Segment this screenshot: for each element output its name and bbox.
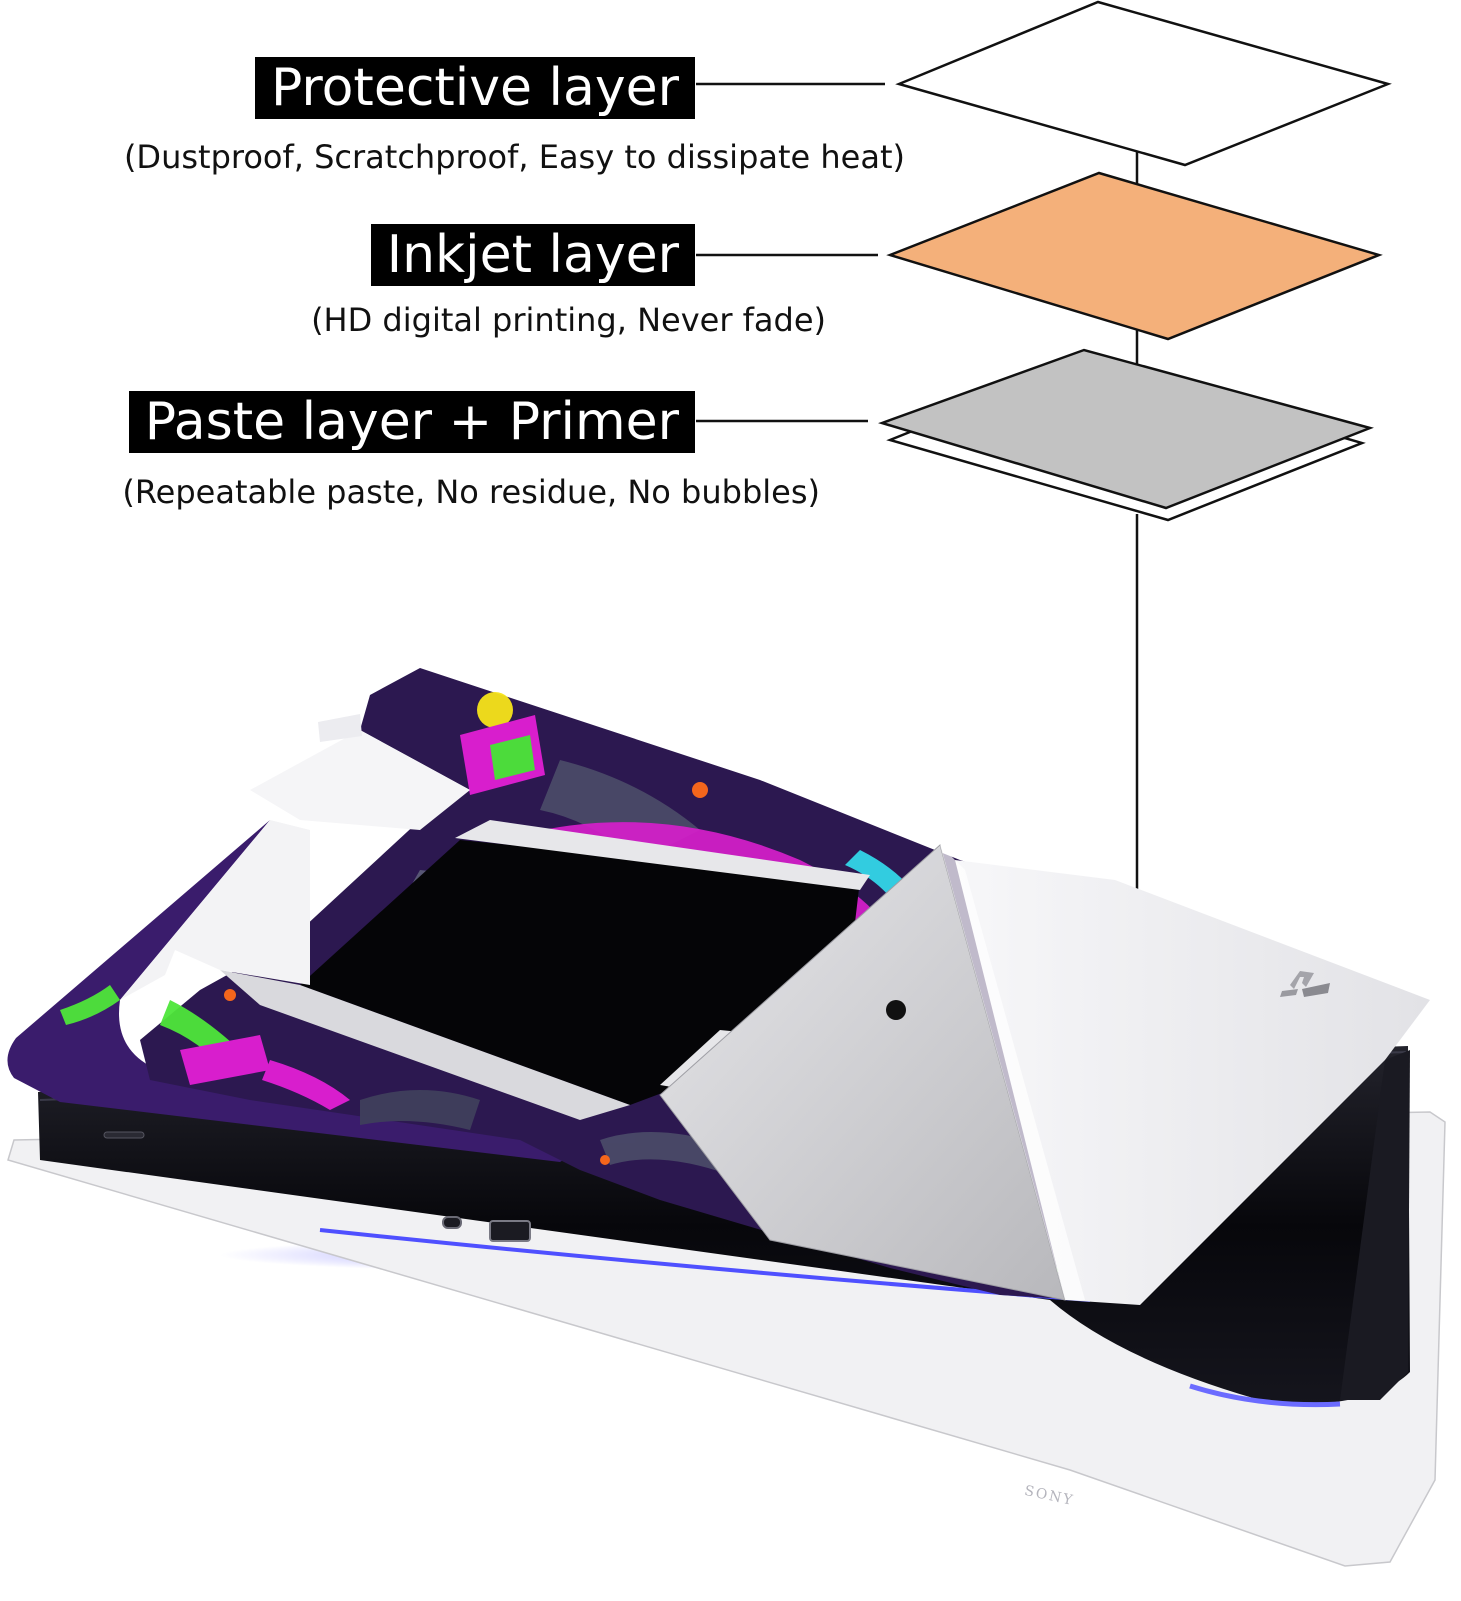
paste-layer-description: (Repeatable paste, No residue, No bubble… <box>122 473 820 511</box>
console-right-edge <box>1340 1050 1410 1400</box>
led-strip-lower <box>1189 1383 1341 1408</box>
top-shell-strip <box>318 714 362 742</box>
inkjet-layer-title: Inkjet layer <box>370 224 695 286</box>
console-right-panel <box>955 860 1430 1305</box>
peeled-white-left <box>120 820 310 1000</box>
peeled-white-top <box>250 730 470 830</box>
paste-layer-sheet <box>878 348 1374 510</box>
usb-c-port-icon <box>442 1216 462 1229</box>
protective-layer-description: (Dustproof, Scratchproof, Easy to dissip… <box>123 138 905 176</box>
inner-ledge-top <box>455 820 870 890</box>
pointer-dot <box>886 1000 906 1020</box>
peeled-flap-fold <box>940 845 1085 1300</box>
led-strip <box>319 1228 1091 1302</box>
playstation-logo-icon <box>1280 971 1330 997</box>
protective-layer-sheet <box>895 0 1392 167</box>
paste-layer-title: Paste layer + Primer <box>128 391 695 453</box>
console-illustration <box>7 668 1446 1567</box>
inkjet-layer-sheet <box>886 171 1383 341</box>
protective-layer-title: Protective layer <box>254 57 695 119</box>
inkjet-layer-description: (HD digital printing, Never fade) <box>311 301 826 339</box>
inner-ledge-left <box>220 970 630 1120</box>
disc-slot-icon <box>103 1131 145 1139</box>
usb-a-port-icon <box>489 1220 531 1242</box>
